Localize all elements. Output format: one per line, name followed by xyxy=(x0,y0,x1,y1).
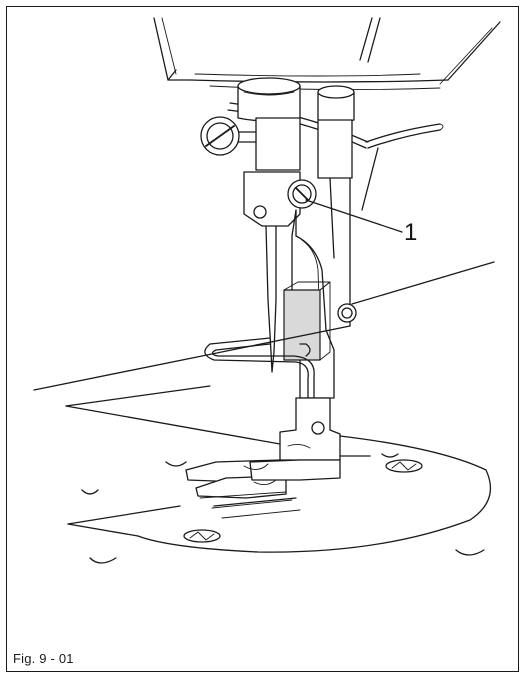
callout-1: 1 xyxy=(305,199,417,246)
needle-clamp xyxy=(243,171,317,227)
figure-caption: Fig. 9 - 01 xyxy=(13,651,74,666)
needle-bar-housing xyxy=(200,77,355,327)
needle xyxy=(265,225,277,373)
presser-foot xyxy=(185,397,341,499)
thread-guide-hook xyxy=(204,337,315,421)
presser-bar xyxy=(283,209,357,399)
machine-head xyxy=(153,17,501,91)
bed-holes xyxy=(81,453,485,564)
machine-bed xyxy=(33,261,495,525)
callout-label: 1 xyxy=(404,219,417,246)
needle-plate xyxy=(67,435,491,553)
